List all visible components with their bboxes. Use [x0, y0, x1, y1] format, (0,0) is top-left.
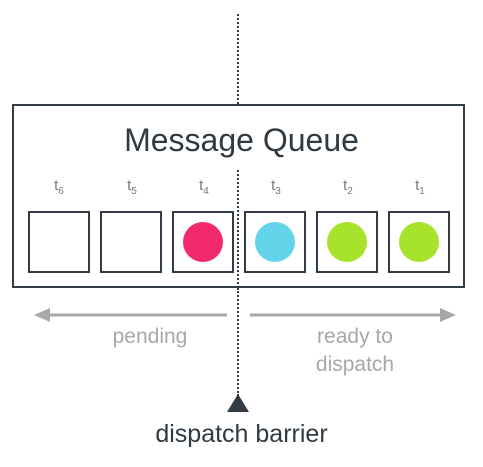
- message-dot-t3: [255, 222, 295, 262]
- slot-label-t5: t5: [127, 177, 137, 197]
- barrier-line-inside: [237, 170, 239, 288]
- arrows-svg: [34, 308, 456, 322]
- slot-label-t1: t1: [415, 177, 425, 197]
- slot-label-t2: t2: [343, 177, 353, 197]
- ready-label-line1: ready to: [317, 325, 393, 348]
- slot-t4: [172, 211, 234, 273]
- barrier-triangle-icon: [227, 394, 249, 412]
- right-arrow: [250, 308, 456, 322]
- slot-t3: [244, 211, 306, 273]
- slot-label-t3: t3: [271, 177, 281, 197]
- pending-label: pending: [112, 325, 188, 348]
- message-dot-t4: [183, 222, 223, 262]
- ready-label-line2: dispatch: [315, 353, 395, 376]
- left-arrow: [34, 308, 227, 322]
- slot-t2: [316, 211, 378, 273]
- queue-title: Message Queue: [124, 122, 359, 158]
- slot-t1: [388, 211, 450, 273]
- dispatch-barrier-label: dispatch barrier: [155, 420, 328, 448]
- message-dot-t2: [327, 222, 367, 262]
- slot-label-t4: t4: [199, 177, 209, 197]
- slot-t6: [28, 211, 90, 273]
- slot-t5: [100, 211, 162, 273]
- slot-label-t6: t6: [54, 177, 64, 197]
- barrier-line-bottom: [237, 288, 239, 396]
- barrier-line-top: [237, 14, 239, 104]
- message-dot-t1: [399, 222, 439, 262]
